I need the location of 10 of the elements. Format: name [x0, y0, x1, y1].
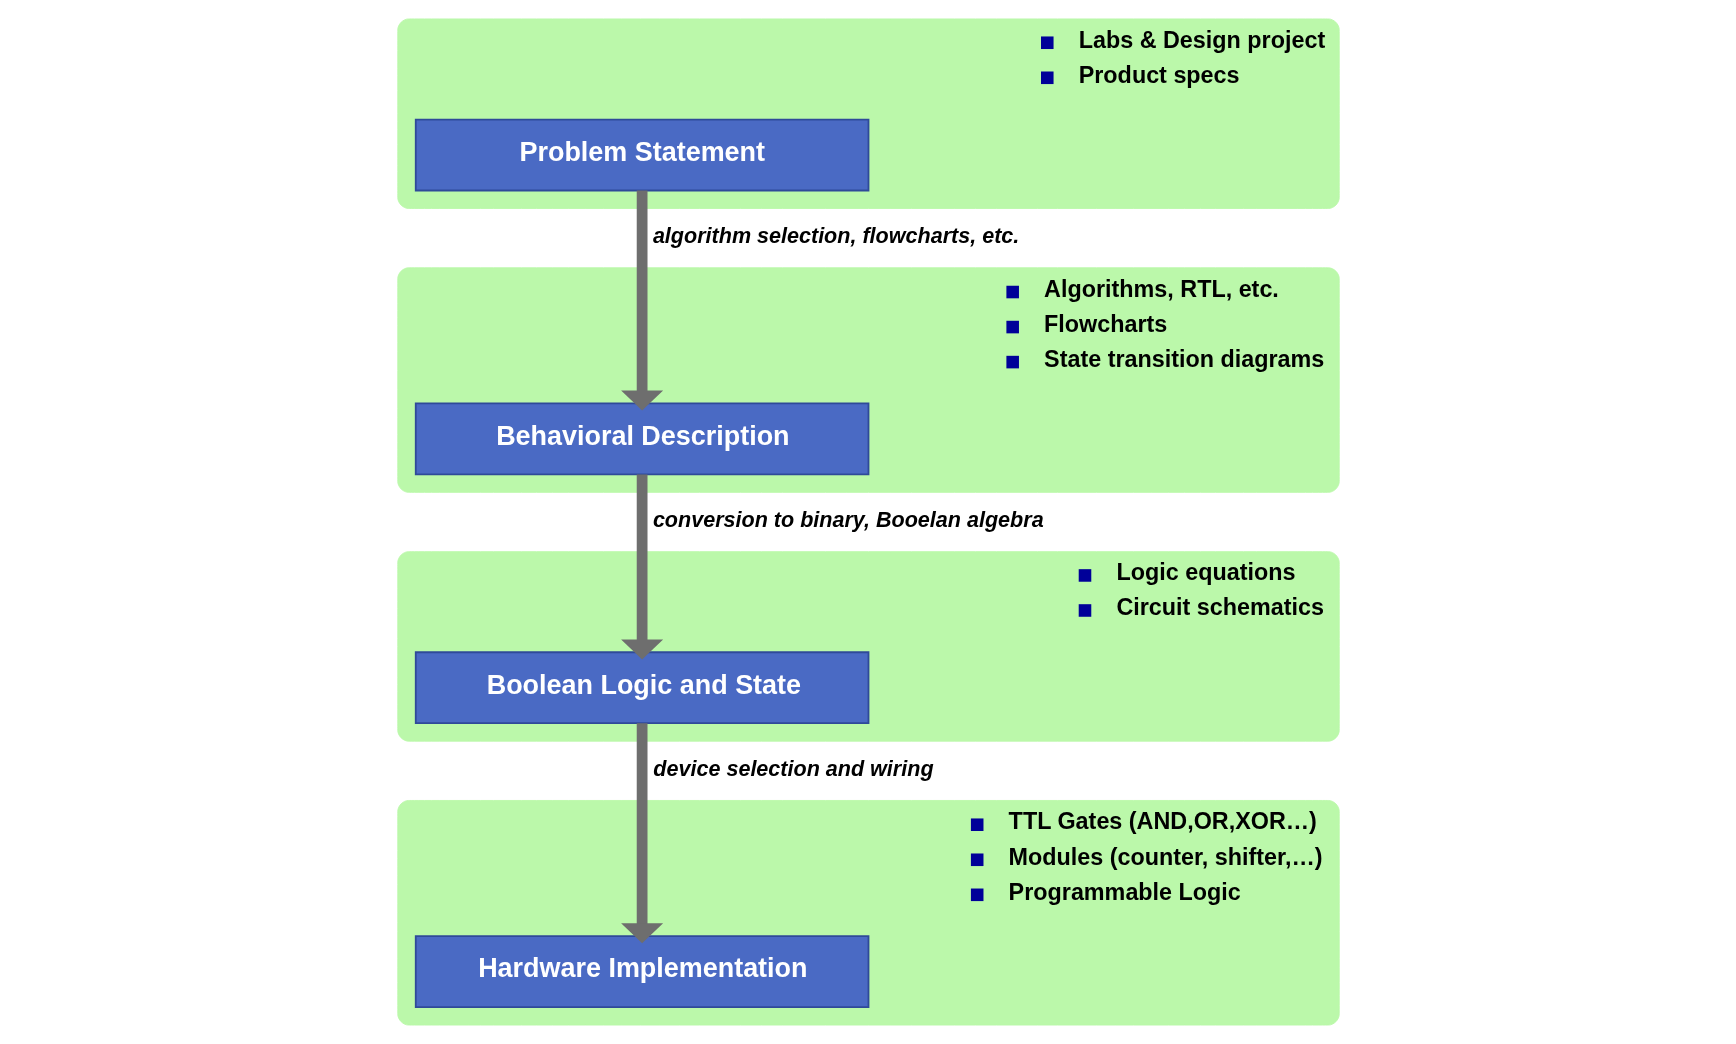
node-box: Behavioral Description	[414, 402, 869, 476]
arrow	[620, 190, 663, 411]
arrow	[620, 474, 663, 660]
edge-label: conversion to binary, Booelan algebra	[652, 506, 1044, 532]
edge-label: device selection and wiring	[652, 755, 934, 781]
arrow	[620, 723, 663, 944]
node-box: Problem Statement	[414, 118, 869, 192]
node-box: Hardware Implementation	[414, 935, 869, 1008]
node-box: Boolean Logic and State	[414, 651, 869, 725]
edge-label: algorithm selection, flowcharts, etc.	[652, 222, 1019, 248]
